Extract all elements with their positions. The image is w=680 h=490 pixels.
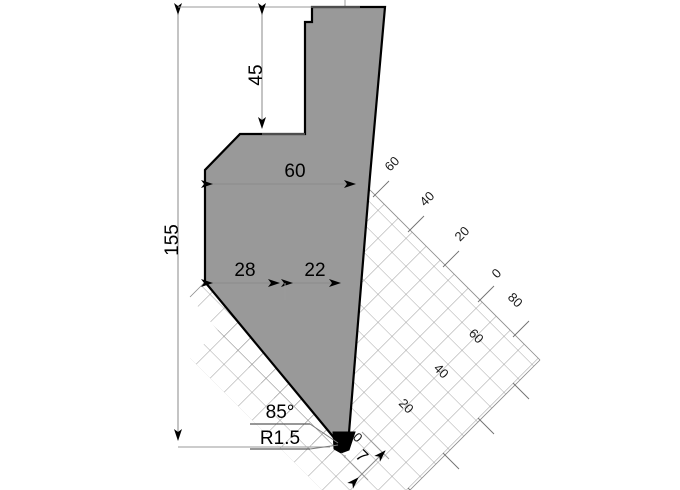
annotation-label-radius: R1.5 bbox=[260, 428, 300, 449]
scale-label-ur-20: 20 bbox=[452, 223, 473, 244]
scale-label-ur-60: 60 bbox=[382, 153, 403, 174]
dimension-label-45: 45 bbox=[246, 64, 267, 85]
dimension-60: 60 bbox=[201, 161, 356, 188]
punch-tip bbox=[332, 431, 356, 454]
dimension-28: 28 bbox=[201, 260, 280, 287]
dimension-22: 22 bbox=[281, 260, 341, 300]
scale-lower-right bbox=[407, 382, 530, 490]
dimension-label-28: 28 bbox=[234, 260, 255, 281]
scale-upper-right bbox=[372, 180, 530, 338]
dimension-label-22: 22 bbox=[304, 260, 325, 281]
scale-label-ur-0: 0 bbox=[489, 265, 505, 281]
scale-label-lr-80: 80 bbox=[505, 290, 526, 311]
dimension-label-155: 155 bbox=[162, 224, 183, 256]
annotation-tip-callout: 85° R1.5 bbox=[250, 402, 339, 450]
dimension-155: 155 bbox=[162, 3, 360, 448]
dimension-label-60: 60 bbox=[284, 161, 305, 182]
punch-body-outline bbox=[203, 5, 387, 447]
scale-label-ur-40: 40 bbox=[417, 188, 438, 209]
annotation-label-angle: 85° bbox=[266, 402, 295, 423]
dimension-45: 45 bbox=[246, 3, 305, 135]
